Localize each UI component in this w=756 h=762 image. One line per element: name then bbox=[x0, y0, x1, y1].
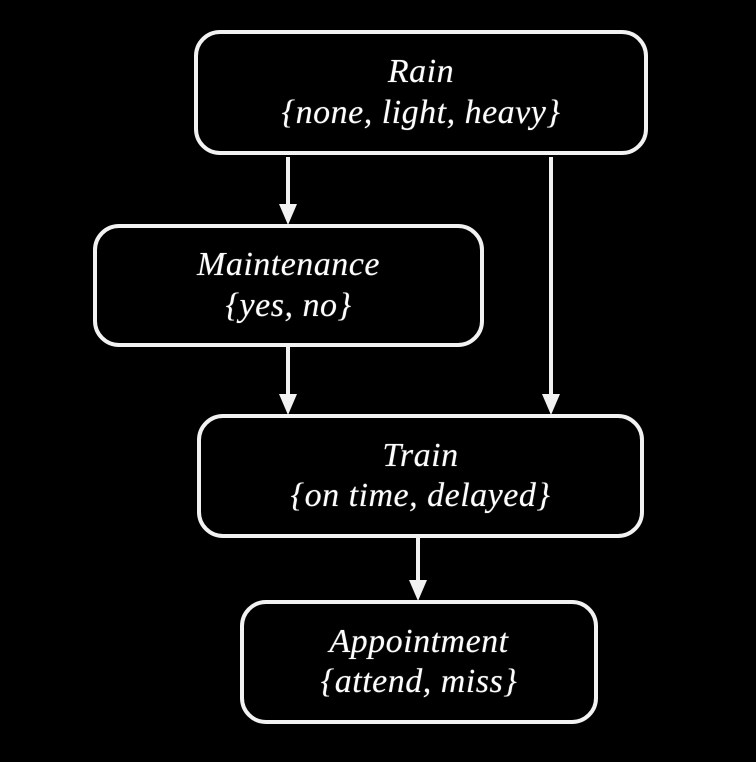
node-appointment[interactable]: Appointment {attend, miss} bbox=[240, 600, 598, 724]
node-rain-states: {none, light, heavy} bbox=[281, 93, 561, 131]
arrow-shaft bbox=[549, 157, 553, 394]
node-maintenance-title: Maintenance bbox=[197, 246, 380, 284]
arrow-head-icon bbox=[279, 394, 297, 415]
node-rain[interactable]: Rain {none, light, heavy} bbox=[194, 30, 648, 155]
arrow-head-icon bbox=[279, 204, 297, 225]
edge-train-to-appointment-arrow-icon bbox=[398, 538, 438, 601]
node-train-states: {on time, delayed} bbox=[290, 477, 551, 514]
arrow-head-icon bbox=[409, 580, 427, 601]
arrow-head-icon bbox=[542, 394, 560, 415]
node-maintenance[interactable]: Maintenance {yes, no} bbox=[93, 224, 484, 347]
edge-rain-to-train-arrow-icon bbox=[531, 157, 571, 415]
node-maintenance-states: {yes, no} bbox=[225, 286, 352, 324]
node-train-title: Train bbox=[382, 436, 459, 474]
node-appointment-states: {attend, miss} bbox=[320, 663, 518, 700]
arrow-shaft bbox=[416, 538, 420, 580]
node-appointment-title: Appointment bbox=[329, 622, 509, 660]
edge-maintenance-to-train-arrow-icon bbox=[268, 347, 308, 415]
arrow-shaft bbox=[286, 157, 290, 204]
edge-rain-to-maintenance-arrow-icon bbox=[268, 157, 308, 225]
node-train[interactable]: Train {on time, delayed} bbox=[197, 414, 644, 538]
arrow-shaft bbox=[286, 347, 290, 394]
node-rain-title: Rain bbox=[387, 53, 455, 91]
